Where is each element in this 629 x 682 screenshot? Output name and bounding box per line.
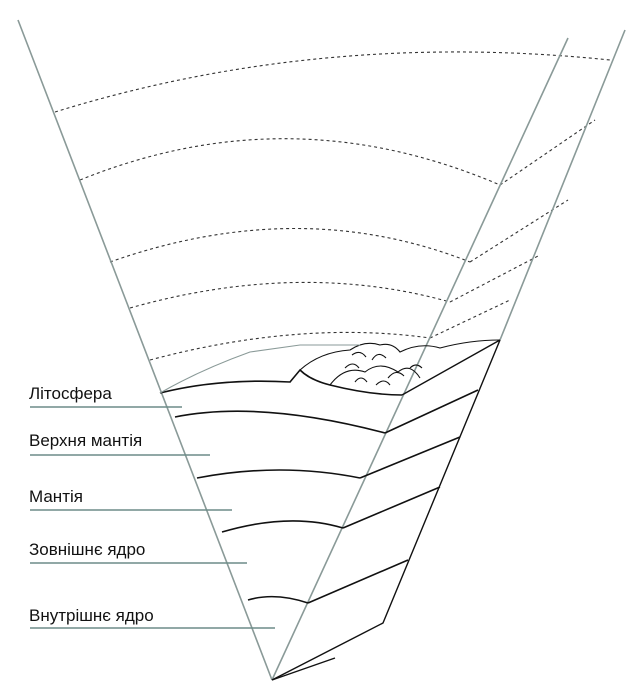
- layer-boundaries: [159, 368, 403, 604]
- dashed-arc-2: [79, 138, 501, 186]
- mantle-bottom: [221, 520, 344, 533]
- label-outer-core: Зовнішнє ядро: [29, 540, 146, 559]
- label-upper-mantle: Верхня мантія: [29, 431, 143, 450]
- relief-ridge-2: [329, 365, 421, 386]
- cone-left-edge: [17, 19, 273, 681]
- front-slab: [271, 339, 501, 681]
- slab-right-edge: [271, 339, 501, 681]
- dashed-arc-3: [499, 119, 596, 186]
- relief-ridge: [299, 339, 501, 371]
- right-boundary-4: [307, 559, 409, 604]
- upper-mantle-bottom: [196, 469, 361, 479]
- surface-outline: [159, 344, 360, 394]
- right-face-boundaries: [307, 389, 479, 604]
- right-boundary-2: [359, 436, 461, 479]
- dashed-arc-6: [129, 281, 451, 309]
- label-lithosphere: Літосфера: [29, 384, 112, 403]
- right-boundary-3: [342, 486, 441, 529]
- dashed-arc-7: [449, 254, 541, 303]
- lithosphere-bottom: [174, 410, 386, 434]
- label-inner-core: Внутрішнє ядро: [29, 606, 154, 625]
- leader-lines: [30, 406, 275, 629]
- mountain-relief: [159, 339, 501, 394]
- cone-right-edge: [499, 29, 626, 341]
- relief-ridge-3: [344, 353, 423, 379]
- outer-core-bottom: [247, 595, 309, 604]
- lithosphere-top: [159, 368, 403, 396]
- slab-bottom-edge: [271, 657, 336, 681]
- label-mantle: Мантія: [29, 487, 83, 506]
- slab-top-front-edge: [401, 339, 501, 396]
- dashed-arc-8: [149, 331, 431, 361]
- cone-edges: [17, 19, 626, 681]
- dashed-arc-1: [54, 51, 611, 113]
- right-boundary-1: [384, 389, 479, 434]
- cone-middle-edge: [271, 37, 569, 681]
- dashed-arc-9: [429, 299, 511, 339]
- relief-ridge-4: [351, 351, 391, 386]
- dashed-arc-4: [109, 227, 471, 263]
- dashed-guide-arcs: [54, 51, 611, 361]
